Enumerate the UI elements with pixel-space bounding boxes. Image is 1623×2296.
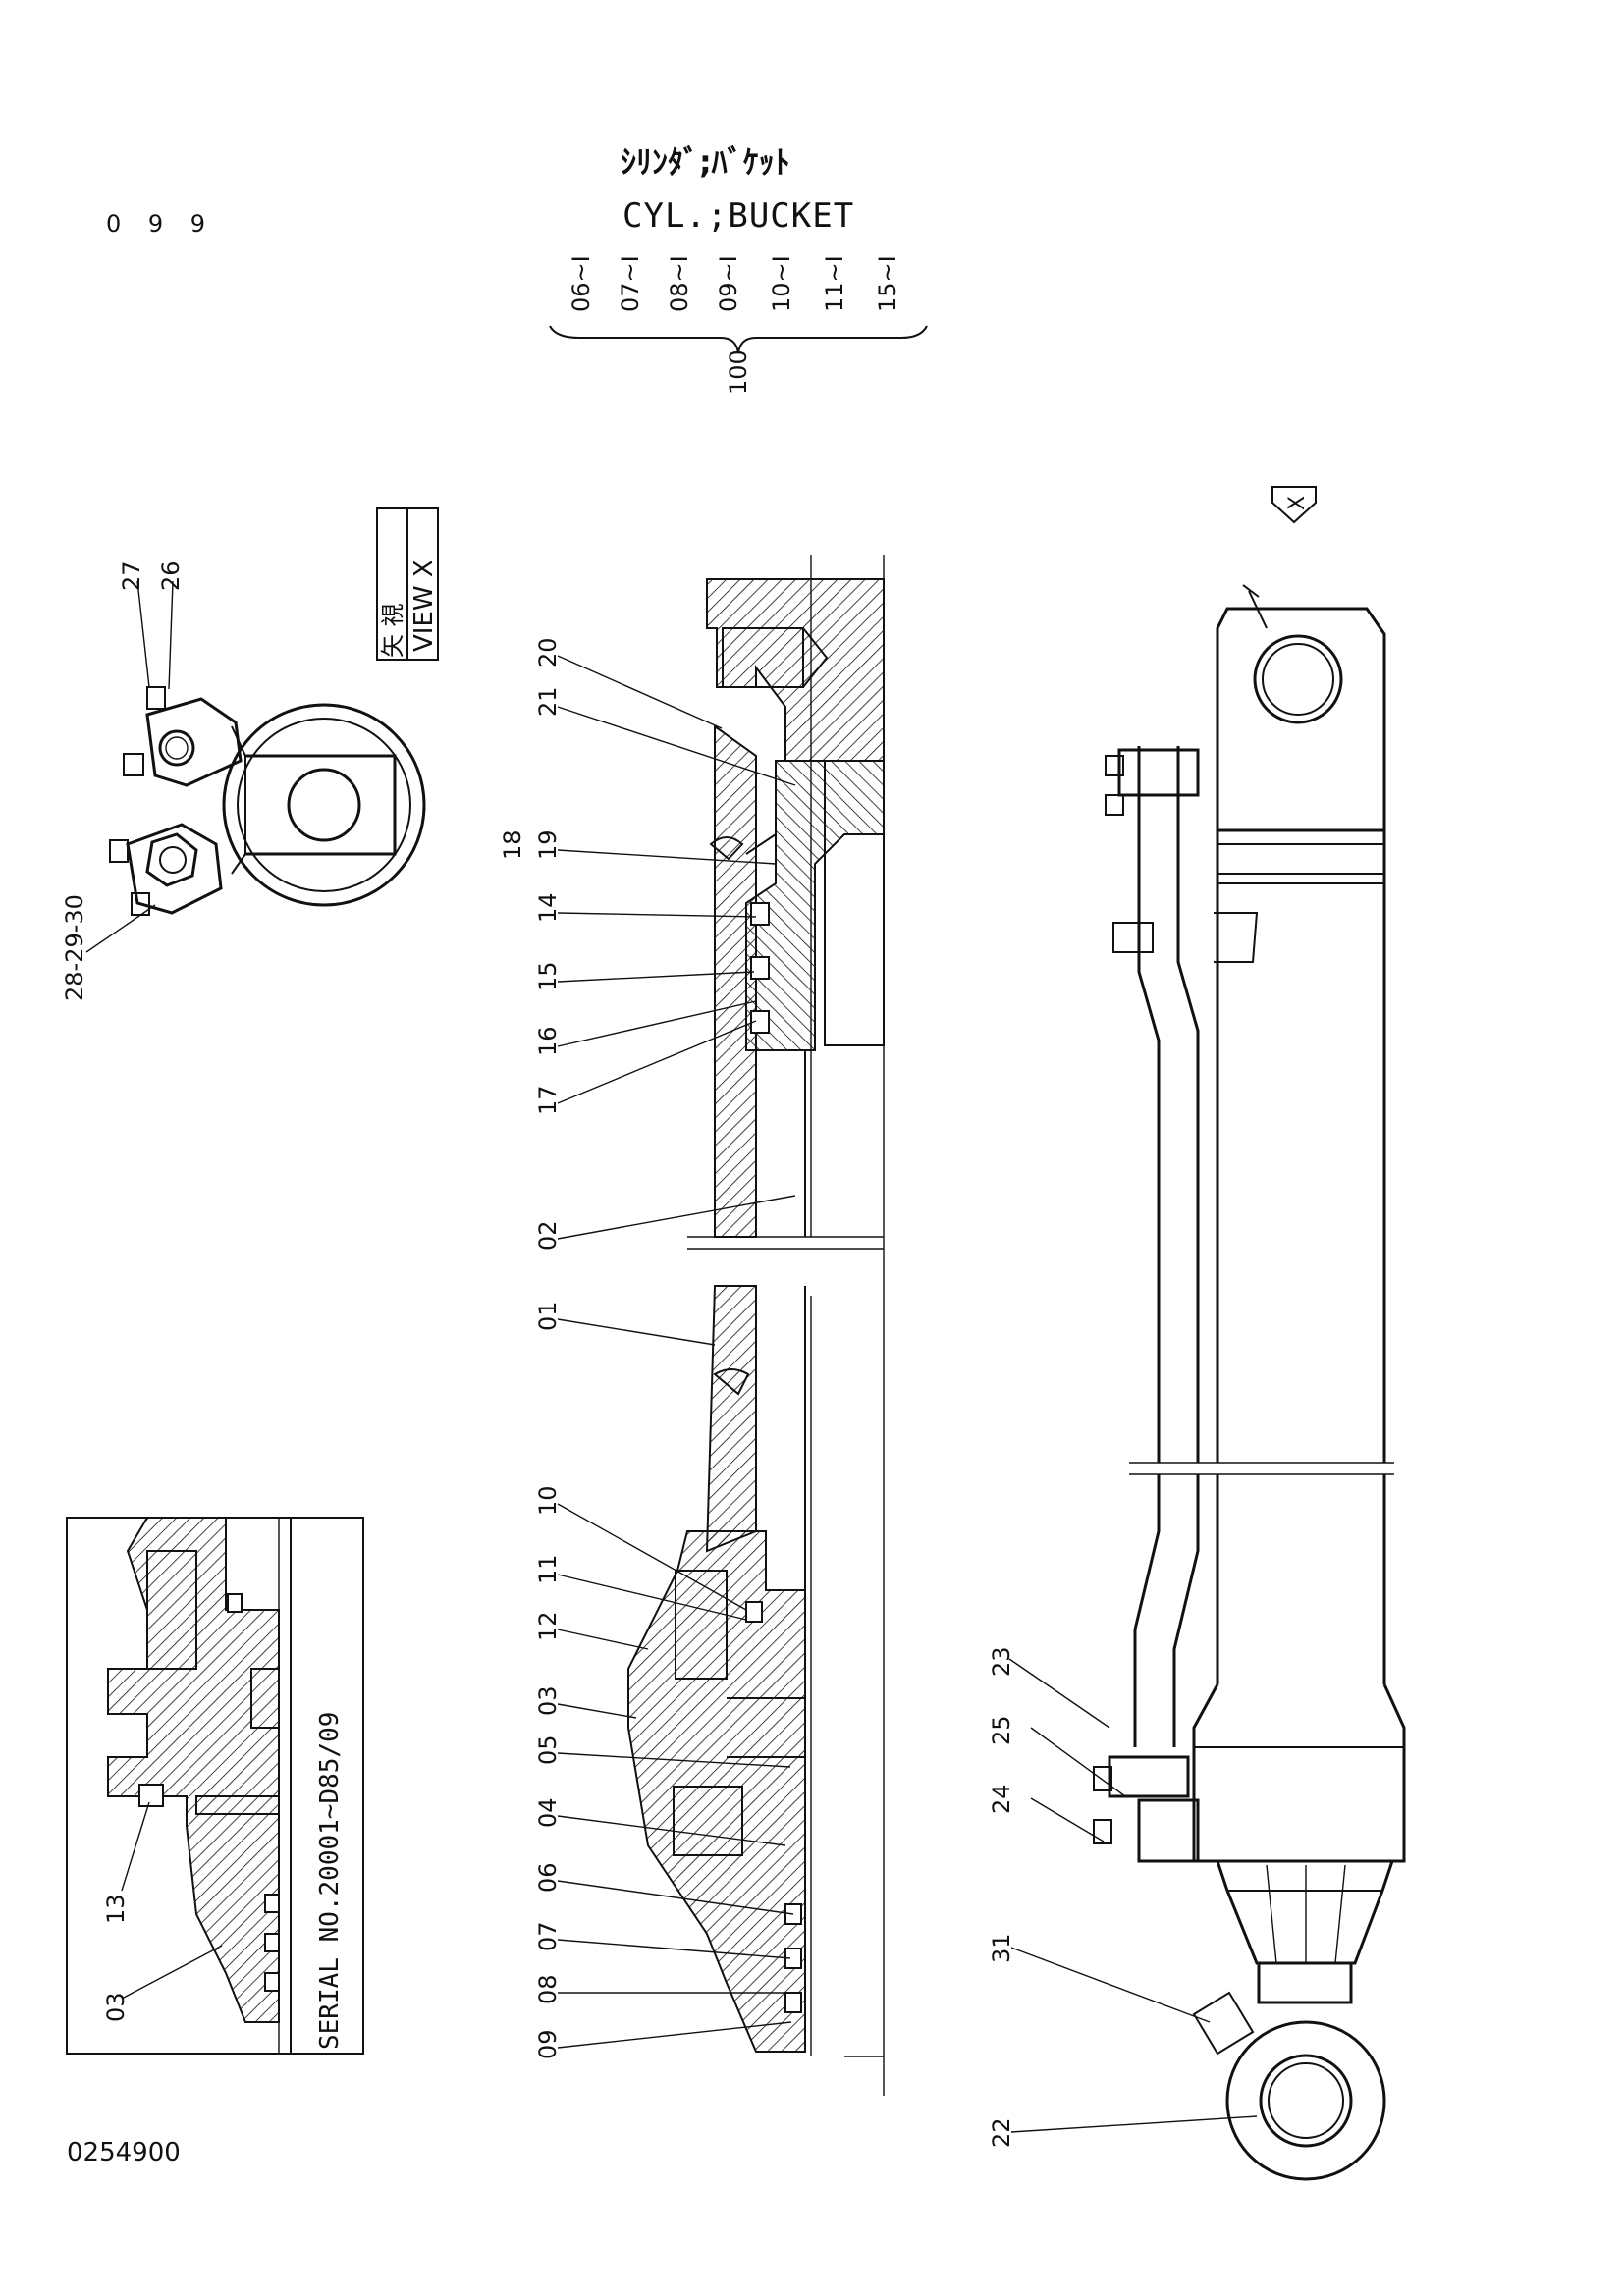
part-label-23: 23 (988, 1646, 1015, 1677)
variant-list: 06~I 07~I 08~I 09~I 10~I 11~I 15~I (568, 255, 901, 312)
svg-text:17: 17 (534, 1085, 562, 1115)
svg-text:02: 02 (534, 1220, 562, 1251)
part-label-18: 18 (499, 829, 526, 860)
svg-text:24: 24 (988, 1784, 1015, 1814)
part-label-11: 11 (534, 1554, 562, 1584)
part-label-03-inset: 03 (102, 1992, 130, 2022)
svg-text:01: 01 (534, 1301, 562, 1331)
svg-text:10~I: 10~I (768, 255, 795, 312)
svg-text:05: 05 (534, 1735, 562, 1765)
svg-text:06: 06 (534, 1862, 562, 1893)
part-label-05: 05 (534, 1735, 562, 1765)
svg-text:03: 03 (102, 1992, 130, 2022)
svg-text:SERIAL NO.20001~D85/09: SERIAL NO.20001~D85/09 (315, 1712, 345, 2050)
svg-text:矢 視: 矢 視 (379, 603, 406, 658)
svg-text:12: 12 (534, 1611, 562, 1641)
part-label-20: 20 (534, 637, 562, 667)
part-label-25: 25 (988, 1715, 1015, 1745)
page-number: 0 9 9 (106, 210, 216, 238)
svg-text:23: 23 (988, 1646, 1015, 1677)
part-label-06: 06 (534, 1862, 562, 1893)
svg-text:28-29-30: 28-29-30 (61, 894, 88, 1001)
svg-text:07: 07 (534, 1921, 562, 1951)
view-arrow: X (1271, 486, 1317, 524)
part-label-26: 26 (157, 561, 185, 591)
part-label-19: 19 (534, 829, 562, 860)
variant-label: 10~I (768, 255, 795, 312)
svg-text:16: 16 (534, 1026, 562, 1056)
assembly-number: 100 (725, 349, 752, 395)
part-label-13: 13 (102, 1894, 130, 1924)
view-x-box: 矢 視 VIEW X (376, 507, 439, 661)
part-label-03: 03 (534, 1685, 562, 1716)
serial-note: SERIAL NO.20001~D85/09 (315, 1712, 345, 2050)
cylinder-exterior (1008, 584, 1406, 2181)
title-english: CYL.;BUCKET (622, 196, 855, 236)
svg-text:X: X (1285, 496, 1310, 510)
svg-text:13: 13 (102, 1894, 130, 1924)
svg-text:11~I: 11~I (821, 255, 848, 312)
part-label-31: 31 (988, 1933, 1015, 1963)
svg-text:20: 20 (534, 637, 562, 667)
svg-text:10: 10 (534, 1485, 562, 1516)
document-number: 0254900 (67, 2138, 181, 2167)
part-label-09: 09 (534, 2029, 562, 2059)
svg-text:18: 18 (499, 829, 526, 860)
part-label-21: 21 (534, 686, 562, 717)
part-label-04: 04 (534, 1797, 562, 1828)
svg-text:04: 04 (534, 1797, 562, 1828)
svg-text:11: 11 (534, 1554, 562, 1584)
svg-text:100: 100 (725, 349, 752, 395)
svg-text:26: 26 (157, 561, 185, 591)
variant-label: 07~I (617, 255, 644, 312)
variant-label: 11~I (821, 255, 848, 312)
variant-label: 08~I (666, 255, 693, 312)
svg-text:14: 14 (534, 892, 562, 923)
view-x-detail (85, 580, 426, 953)
part-label-12: 12 (534, 1611, 562, 1641)
part-label-27: 27 (118, 561, 145, 591)
svg-text:31: 31 (988, 1933, 1015, 1963)
part-label-22: 22 (988, 2117, 1015, 2148)
variant-label: 15~I (874, 255, 901, 312)
part-label-02: 02 (534, 1220, 562, 1251)
variant-brace (549, 325, 928, 354)
svg-text:08: 08 (534, 1974, 562, 2004)
svg-text:27: 27 (118, 561, 145, 591)
svg-text:15: 15 (534, 961, 562, 991)
variant-label: 06~I (568, 255, 595, 312)
cross-section (557, 555, 885, 2096)
svg-text:09: 09 (534, 2029, 562, 2059)
part-label-16: 16 (534, 1026, 562, 1056)
title-japanese: ｼﾘﾝﾀﾞ;ﾊﾞｹｯﾄ (621, 143, 790, 181)
svg-text:25: 25 (988, 1715, 1015, 1745)
part-label-01: 01 (534, 1301, 562, 1331)
svg-text:15~I: 15~I (874, 255, 901, 312)
serial-inset (66, 1517, 364, 2055)
svg-text:22: 22 (988, 2117, 1015, 2148)
part-label-24: 24 (988, 1784, 1015, 1814)
svg-text:07~I: 07~I (617, 255, 644, 312)
part-label-10: 10 (534, 1485, 562, 1516)
svg-text:06~I: 06~I (568, 255, 595, 312)
part-label-28-29-30: 28-29-30 (61, 894, 88, 1001)
part-label-14: 14 (534, 892, 562, 923)
svg-text:21: 21 (534, 686, 562, 717)
part-label-15: 15 (534, 961, 562, 991)
svg-text:09~I: 09~I (715, 255, 742, 312)
part-label-17: 17 (534, 1085, 562, 1115)
part-label-07: 07 (534, 1921, 562, 1951)
svg-text:VIEW X: VIEW X (409, 560, 439, 652)
part-label-08: 08 (534, 1974, 562, 2004)
svg-text:03: 03 (534, 1685, 562, 1716)
svg-text:08~I: 08~I (666, 255, 693, 312)
svg-text:19: 19 (534, 829, 562, 860)
variant-label: 09~I (715, 255, 742, 312)
